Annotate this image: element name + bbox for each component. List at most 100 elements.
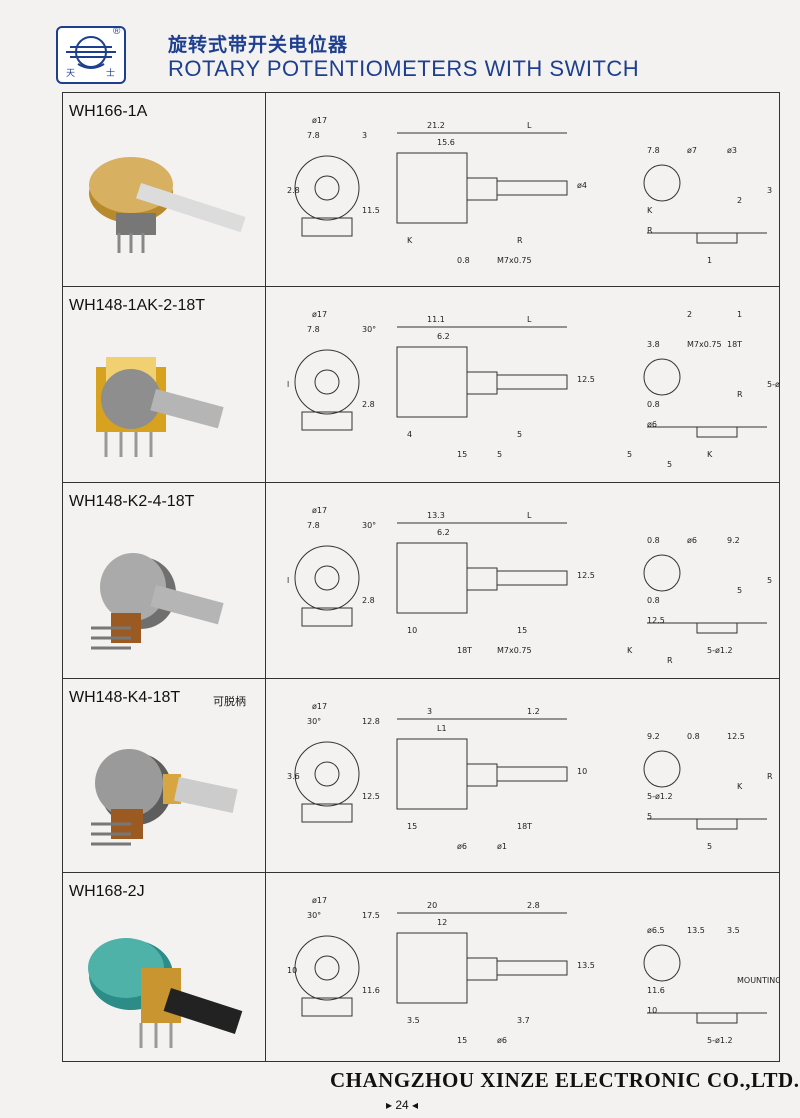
dimension-label: 3.6: [287, 772, 300, 781]
dimension-label: 9.2: [727, 536, 740, 545]
dimension-label: 2.8: [362, 400, 375, 409]
dimension-label: 30°: [307, 717, 321, 726]
dimension-label: 3.8: [647, 340, 660, 349]
dimension-label: 4: [407, 430, 412, 439]
dimension-label: 5: [497, 450, 502, 459]
dimension-label: 10: [287, 966, 297, 975]
photo-cell: WH148-1AK-2-18T: [63, 287, 266, 482]
dimension-label: 3.5: [727, 926, 740, 935]
dimension-label: 7.8: [307, 131, 320, 140]
dimension-label: 2.8: [527, 901, 540, 910]
dimension-label: K: [627, 646, 633, 655]
dimension-label: l: [287, 576, 289, 585]
dimension-label: 12.8: [362, 717, 380, 726]
model-number: WH148-K4-18T: [69, 689, 181, 706]
potentiometer-photo: [91, 749, 238, 846]
dimension-label: R: [737, 390, 743, 399]
detachable-handle-note: 可脱柄: [213, 695, 246, 708]
model-number: WH148-K2-4-18T: [69, 493, 195, 510]
dimension-label: 12.5: [577, 571, 595, 580]
logo-char-left: 天: [66, 69, 76, 79]
dimension-label: 6.2: [437, 332, 450, 341]
dimension-label: 15.6: [437, 138, 455, 147]
dimension-label: 11.5: [362, 206, 380, 215]
page-number: ▸ 24 ◂: [386, 1098, 419, 1112]
dimension-label: ø6: [687, 536, 697, 545]
dimension-label: 0.8: [687, 732, 700, 741]
company-logo: 天 士 ®: [56, 26, 126, 84]
dimension-label: 5: [737, 586, 742, 595]
registered-mark: ®: [113, 26, 121, 37]
dimension-label: 12.5: [362, 792, 380, 801]
dimension-label: 0.8: [457, 256, 470, 265]
dimension-label: 3: [767, 186, 772, 195]
dimension-label: 3: [427, 707, 432, 716]
dimension-label: 3: [362, 131, 367, 140]
dimension-label: 1: [707, 256, 712, 265]
dimension-label: L: [527, 511, 532, 520]
dimension-label: 5-ø1.2: [707, 646, 733, 655]
dimension-label: 0.8: [647, 596, 660, 605]
dimension-label: ø17: [312, 702, 327, 711]
title-english: ROTARY POTENTIOMETERS WITH SWITCH: [168, 56, 640, 81]
dimension-label: 18T: [517, 822, 532, 831]
dimension-label: K: [707, 450, 713, 459]
dimension-label: ø7: [687, 146, 697, 155]
dimension-label: K: [407, 236, 413, 245]
dimension-label: 2.8: [287, 186, 300, 195]
dimension-label: M7x0.75: [497, 256, 532, 265]
dimension-label: 11.6: [362, 986, 380, 995]
dimension-label: 1: [737, 310, 742, 319]
dimension-label: 5: [707, 842, 712, 851]
dimension-label: 15: [457, 450, 467, 459]
potentiometer-photo: [88, 938, 243, 1048]
company-name: CHANGZHOU XINZE ELECTRONIC CO.,LTD.: [330, 1068, 800, 1092]
dimension-label: 30°: [362, 325, 376, 334]
dimension-label: ø17: [312, 310, 327, 319]
potentiometer-photo: [91, 553, 224, 650]
photo-cell: WH148-K2-4-18T: [63, 483, 266, 678]
dimension-label: K: [647, 206, 653, 215]
photo-cell: WH148-K4-18T 可脱柄: [63, 679, 266, 872]
dimension-label: 5-ø1.2: [767, 380, 779, 389]
dimension-label: ø3: [727, 146, 737, 155]
dimension-label: 5: [647, 812, 652, 821]
dimension-label: 17.5: [362, 911, 380, 920]
dimension-label: 12.5: [647, 616, 665, 625]
photo-cell: WH168-2J: [63, 873, 266, 1061]
dimension-label: 30°: [362, 521, 376, 530]
dimension-label: ø6.5: [647, 926, 665, 935]
dimension-label: 10: [577, 767, 587, 776]
dimension-label: 5: [627, 450, 632, 459]
dimension-label: 15: [407, 822, 417, 831]
dimension-label: K: [737, 782, 743, 791]
dimension-label: ø17: [312, 116, 327, 125]
dimension-label: 21.2: [427, 121, 445, 130]
dimension-label: ø4: [577, 181, 587, 190]
dimension-label: 7.8: [647, 146, 660, 155]
title-chinese: 旋转式带开关电位器: [168, 34, 349, 56]
dimension-label: 6.2: [437, 528, 450, 537]
dimension-label: 11.1: [427, 315, 445, 324]
dimension-label: 2: [687, 310, 692, 319]
dimension-label: 2: [737, 196, 742, 205]
dimension-label: ø1: [497, 842, 507, 851]
potentiometer-photo: [96, 357, 224, 457]
dimension-label: 7.8: [307, 521, 320, 530]
dimension-label: ø6: [647, 420, 657, 429]
dimension-label: 5-ø1.2: [707, 1036, 733, 1045]
dimension-label: l: [287, 380, 289, 389]
dimension-label: M7x0.75: [687, 340, 722, 349]
dimension-label: 18T: [457, 646, 472, 655]
dimension-label: 5: [767, 576, 772, 585]
dimension-label: 1.2: [527, 707, 540, 716]
dimension-label: 2.8: [362, 596, 375, 605]
dimension-label: 5-ø1.2: [647, 792, 673, 801]
model-number: WH166-1A: [69, 103, 148, 120]
